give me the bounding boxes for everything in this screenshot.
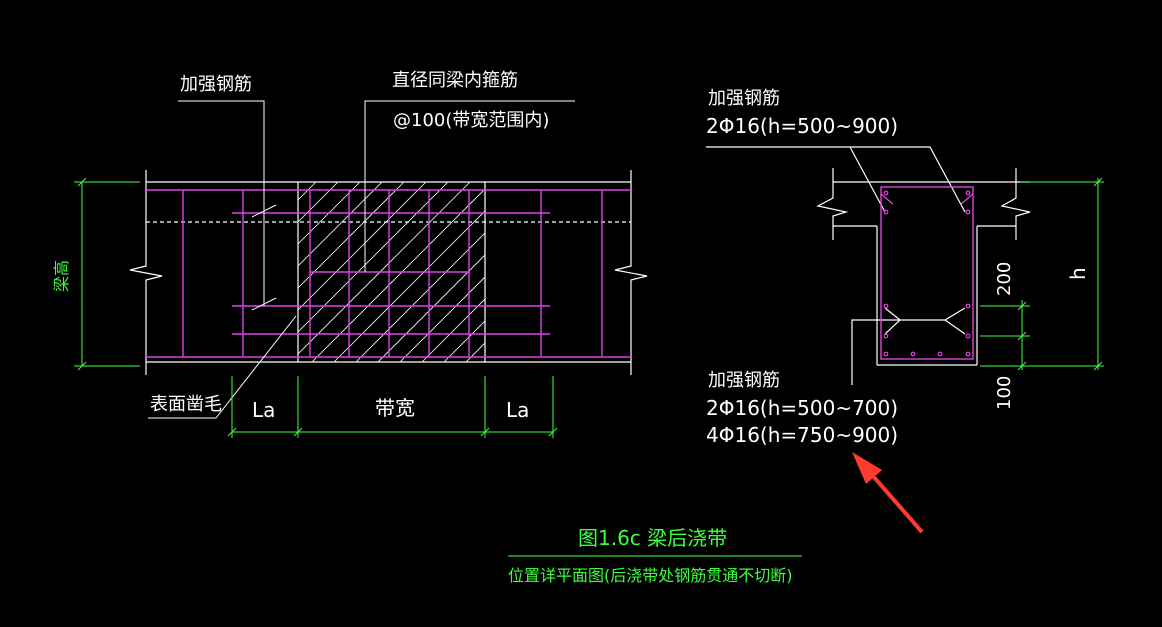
- leader-reinforcement-label: 加强钢筋: [180, 74, 252, 95]
- section-bottom-label: 加强钢筋: [708, 370, 780, 391]
- dimension-lines: [74, 177, 558, 438]
- section-dimensions: [980, 177, 1104, 371]
- dim-100-label: 100: [994, 375, 1015, 410]
- rebar-lines: [146, 189, 631, 358]
- beam-outline: [129, 170, 648, 375]
- leader-stirrup-label: 直径同梁内箍筋: [392, 70, 518, 91]
- dim-200-label: 200: [994, 261, 1015, 296]
- leader-stirrup-spacing-label: @100(带宽范围内): [393, 110, 550, 131]
- section-top-label: 加强钢筋: [708, 88, 780, 109]
- figure-title: 图1.6c 梁后浇带: [578, 526, 728, 550]
- section-bottom-spec-1: 2Φ16(h=500~700): [706, 396, 899, 420]
- dim-la-left-label: La: [252, 398, 276, 422]
- section-outline: [706, 146, 1031, 385]
- beam-elevation: [74, 100, 648, 438]
- red-arrow-icon: [852, 452, 924, 534]
- section-rebar: [880, 186, 974, 360]
- rebar-dots: [883, 190, 971, 357]
- section-bottom-spec-2: 4Φ16(h=750~900): [706, 423, 899, 447]
- figure-subtitle: 位置详平面图(后浇带处钢筋贯通不切断): [508, 566, 793, 585]
- dim-band-width-label: 带宽: [375, 396, 415, 420]
- leader-lines: [148, 100, 575, 419]
- dim-h-label: h: [1066, 267, 1090, 280]
- dim-la-right-label: La: [506, 398, 530, 422]
- beam-section: [706, 146, 1104, 385]
- section-top-spec: 2Φ16(h=500~900): [706, 114, 899, 138]
- band-hatch: [298, 182, 485, 362]
- leader-surface-label: 表面凿毛: [150, 394, 222, 415]
- dim-beam-height-label: 梁高: [52, 259, 71, 292]
